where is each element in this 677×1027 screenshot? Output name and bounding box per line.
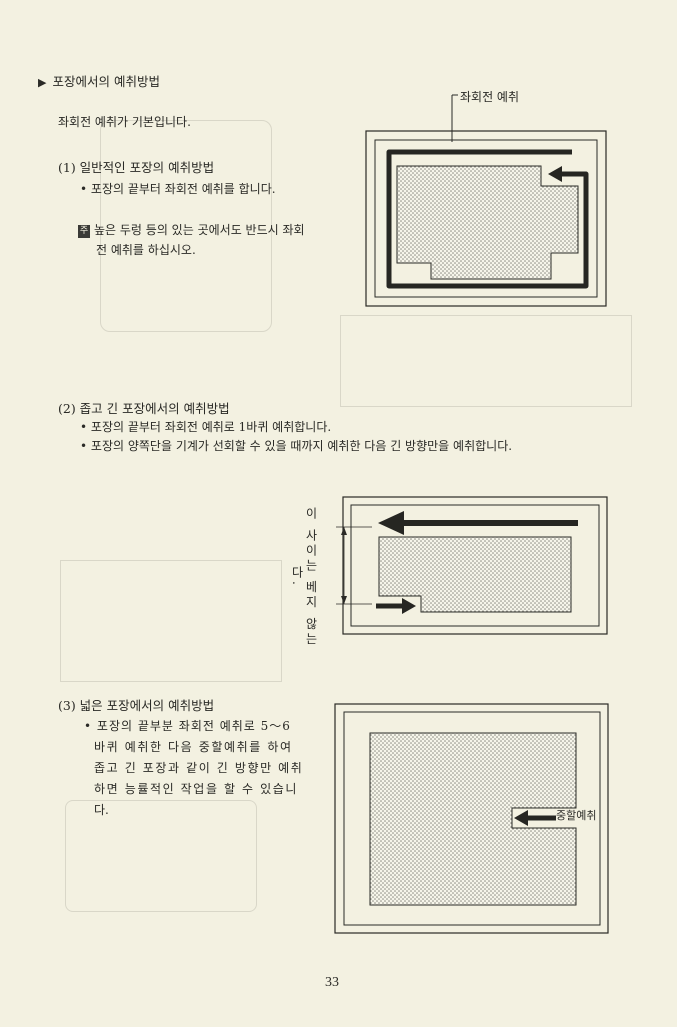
sub3-line1: 포장의 끝부분 좌회전 예취로 5～6: [84, 719, 291, 733]
sub1-bullet: 포장의 끝부터 좌회전 예취를 합니다.: [80, 182, 276, 196]
uncut-area-note: 이 사이는 베지 않는다.: [290, 506, 318, 648]
bleed-through-mark: [60, 560, 282, 682]
sub3-line3: 좁고 긴 포장과 같이 긴 방향만 예취: [94, 761, 304, 775]
bleed-through-mark: [100, 120, 272, 332]
section-title: ▶포장에서의 예취방법: [38, 74, 160, 89]
sub3-title: (3) 넓은 포장에서의 예취방법: [58, 698, 215, 713]
sub1-title: (1) 일반적인 포장의 예취방법: [58, 160, 215, 175]
page-number: 33: [325, 975, 339, 990]
sub2-bullet2: 포장의 양쪽단을 기계가 선회할 수 있을 때까지 예취한 다음 긴 방향만을 …: [80, 439, 512, 453]
note-mark: 주: [78, 225, 90, 238]
sub2-title: (2) 좁고 긴 포장에서의 예취방법: [58, 401, 230, 416]
sub3-line4: 하면 능률적인 작업을 할 수 있습니: [94, 782, 299, 796]
bleed-through-mark: [65, 800, 257, 912]
triangle-bullet-icon: ▶: [38, 76, 47, 89]
intro-text: 좌회전 예취가 기본입니다.: [58, 115, 191, 129]
center-cut-label: 중할예취: [556, 809, 597, 822]
sub3-line5: 다.: [94, 803, 109, 817]
sub1-note: 주 높은 두렁 등의 있는 곳에서도 반드시 좌회: [78, 223, 305, 238]
sub2-bullet1: 포장의 끝부터 좌회전 예취로 1바퀴 예취합니다.: [80, 420, 331, 434]
sub1-note-line2: 전 예취를 하십시오.: [96, 243, 196, 257]
left-turn-label: 좌회전 예취: [460, 90, 520, 104]
sub3-line2: 바퀴 예취한 다음 중할예취를 하여: [94, 740, 293, 754]
sub1-note-line1: 높은 두렁 등의 있는 곳에서도 반드시 좌회: [94, 223, 305, 237]
bleed-through-mark: [340, 315, 632, 407]
